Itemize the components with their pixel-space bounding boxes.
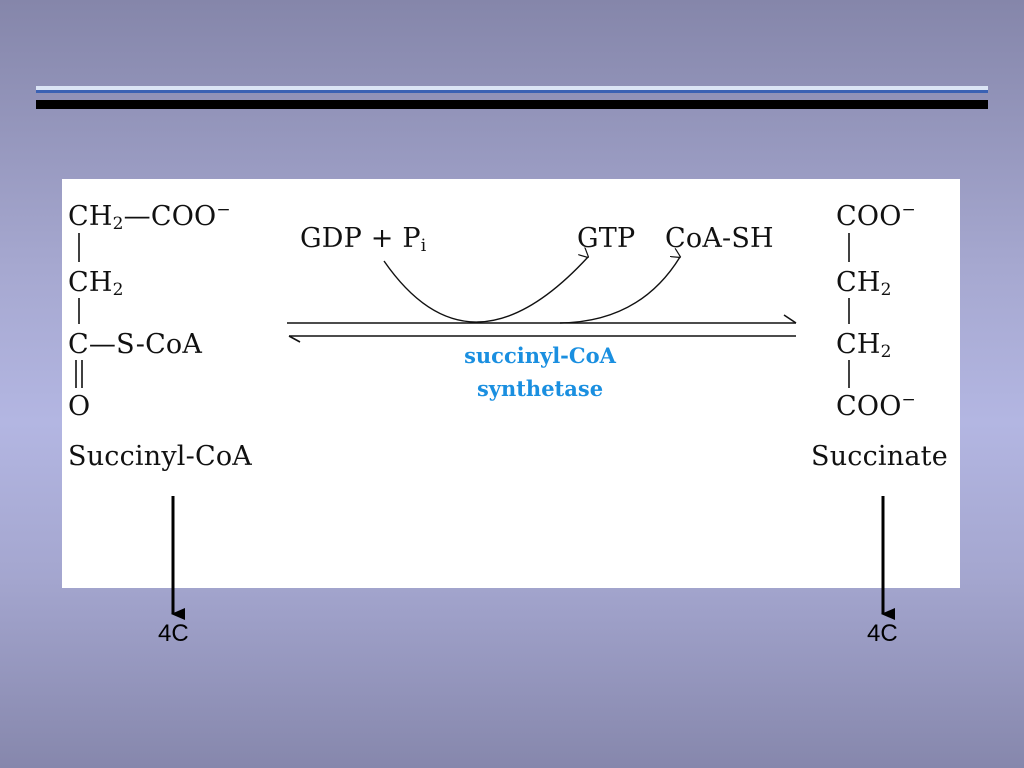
left-carbon-count: 4C [158,620,189,647]
coa-sh-label: CoA-SH [665,223,774,254]
succinate-row2: CH2 [836,267,892,300]
gdp-to-gtp-curve [383,257,588,323]
succinate-row4: COO− [836,390,916,422]
succinate-label: Succinate [811,441,948,472]
succinyl-coa-row2: CH2 [68,267,124,300]
enzyme-name-line1: succinyl-CoA [464,343,616,368]
succinyl-coa-row1: CH2—COO− [68,200,231,234]
forward-arrow-barb [783,314,797,324]
gdp-pi-label: GDP + Pi [300,223,427,256]
coa-sh-release-curve [559,257,680,324]
title-rule-light [36,86,988,90]
title-rule-black [36,100,988,109]
succinate-row1: COO− [836,200,916,232]
reverse-arrow-barb [288,335,301,343]
reaction-panel [62,179,960,588]
succinyl-coa-row3: C—S-CoA [68,329,203,360]
enzyme-name-line2: synthetase [476,376,604,401]
succinyl-coa-row4: O [68,391,91,422]
right-carbon-count: 4C [867,620,898,647]
title-rule-blue [36,90,988,93]
succinyl-coa-label: Succinyl-CoA [68,441,252,472]
succinate-row3: CH2 [836,329,892,362]
